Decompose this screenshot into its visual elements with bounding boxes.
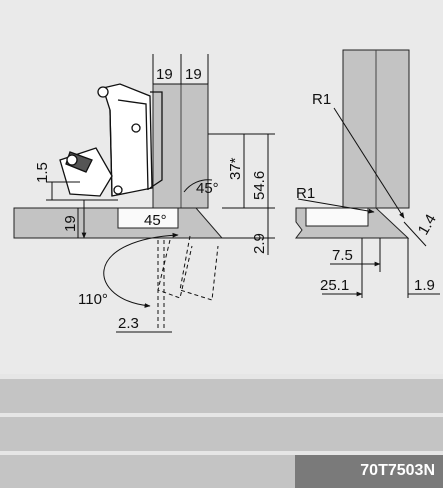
dim-overlay-starred: 37* [227, 157, 244, 180]
dim-overlay-total: 54.6 [251, 171, 268, 200]
dim-edge-1: 1.4 [415, 211, 440, 238]
dim-swing-offset: 2.3 [118, 315, 139, 332]
dim-door-thickness: 19 [62, 215, 79, 232]
dim-clearance: 2.9 [251, 233, 268, 254]
dim-edge-2: 1.9 [414, 277, 435, 294]
dim-angle-upper: 45° [196, 180, 219, 197]
radius-upper-leader [333, 107, 405, 219]
top-width-dims [152, 54, 209, 85]
product-code: 70T7503N [360, 462, 435, 479]
dim-top-left-width: 19 [156, 66, 173, 83]
right-view: R1 R1 1.4 7.5 25.1 1.9 [295, 49, 440, 298]
dim-angle-lower: 45° [144, 212, 167, 229]
right-cup-cutout [305, 207, 369, 227]
door-swing-outline [157, 235, 219, 330]
overlay-dim-lines [208, 133, 275, 255]
edge-1-line [403, 221, 427, 247]
left-view: 19 19 1.5 19 45° 45° [13, 54, 275, 333]
dim-radius-upper: R1 [312, 91, 331, 108]
dim-top-right-width: 19 [185, 66, 202, 83]
product-code-box: 70T7503N [295, 455, 443, 488]
angle-arc-upper [183, 179, 213, 193]
gap-dim-lines [46, 181, 118, 201]
hinge-drawing-svg: 19 19 1.5 19 45° 45° [13, 49, 440, 333]
dim-drill-distance: 7.5 [332, 247, 353, 264]
hinge-cup-cutout [117, 207, 179, 229]
opening-angle-arc [103, 232, 179, 308]
dim-gap-height: 1.5 [34, 162, 51, 183]
info-band-1 [0, 379, 443, 413]
dim-radius-lower: R1 [296, 185, 315, 202]
right-bottom-dim-lines [322, 238, 440, 298]
hinge-mechanism [59, 83, 163, 197]
technical-drawing: 19 19 1.5 19 45° 45° [13, 49, 440, 333]
radius-lower-leader [297, 198, 375, 214]
door-thickness-dim-lines [77, 200, 87, 239]
dim-overall-distance: 25.1 [320, 277, 349, 294]
info-band-2 [0, 417, 443, 451]
dim-opening-angle: 110° [78, 291, 108, 308]
